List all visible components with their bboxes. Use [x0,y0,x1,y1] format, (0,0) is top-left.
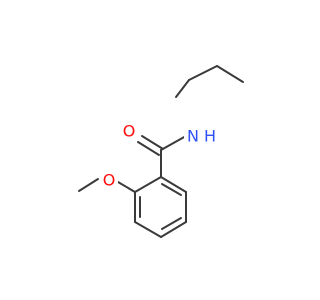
bond-n-c [160,135,187,151]
atom-n-amide: N [187,127,199,146]
ring-bond-4 [134,221,162,238]
atom-o-carbonyl: O [123,122,136,141]
ring-inner-bond-2 [161,217,182,230]
atom-labels: O N H O [100,121,218,190]
ring-bond-6 [134,176,162,193]
atom-h-amide: H [204,127,216,146]
ring-inner-bond-1 [161,183,182,196]
bond-ch2-ch2 [188,65,218,81]
bond-c-o-double-1 [141,135,164,150]
bonds [78,65,244,238]
bond-ring-o [117,181,136,193]
bond-c-o-double-2 [137,141,160,156]
atom-o-methoxy: O [103,171,116,190]
molecule-structure: O N H O [78,65,244,238]
bond-o-ch3 [78,178,99,192]
ring-bond-3 [160,221,187,238]
bond-ch3-ch2 [216,65,244,83]
ring-bond-1 [160,176,187,193]
bond-ch2-n [175,79,190,98]
